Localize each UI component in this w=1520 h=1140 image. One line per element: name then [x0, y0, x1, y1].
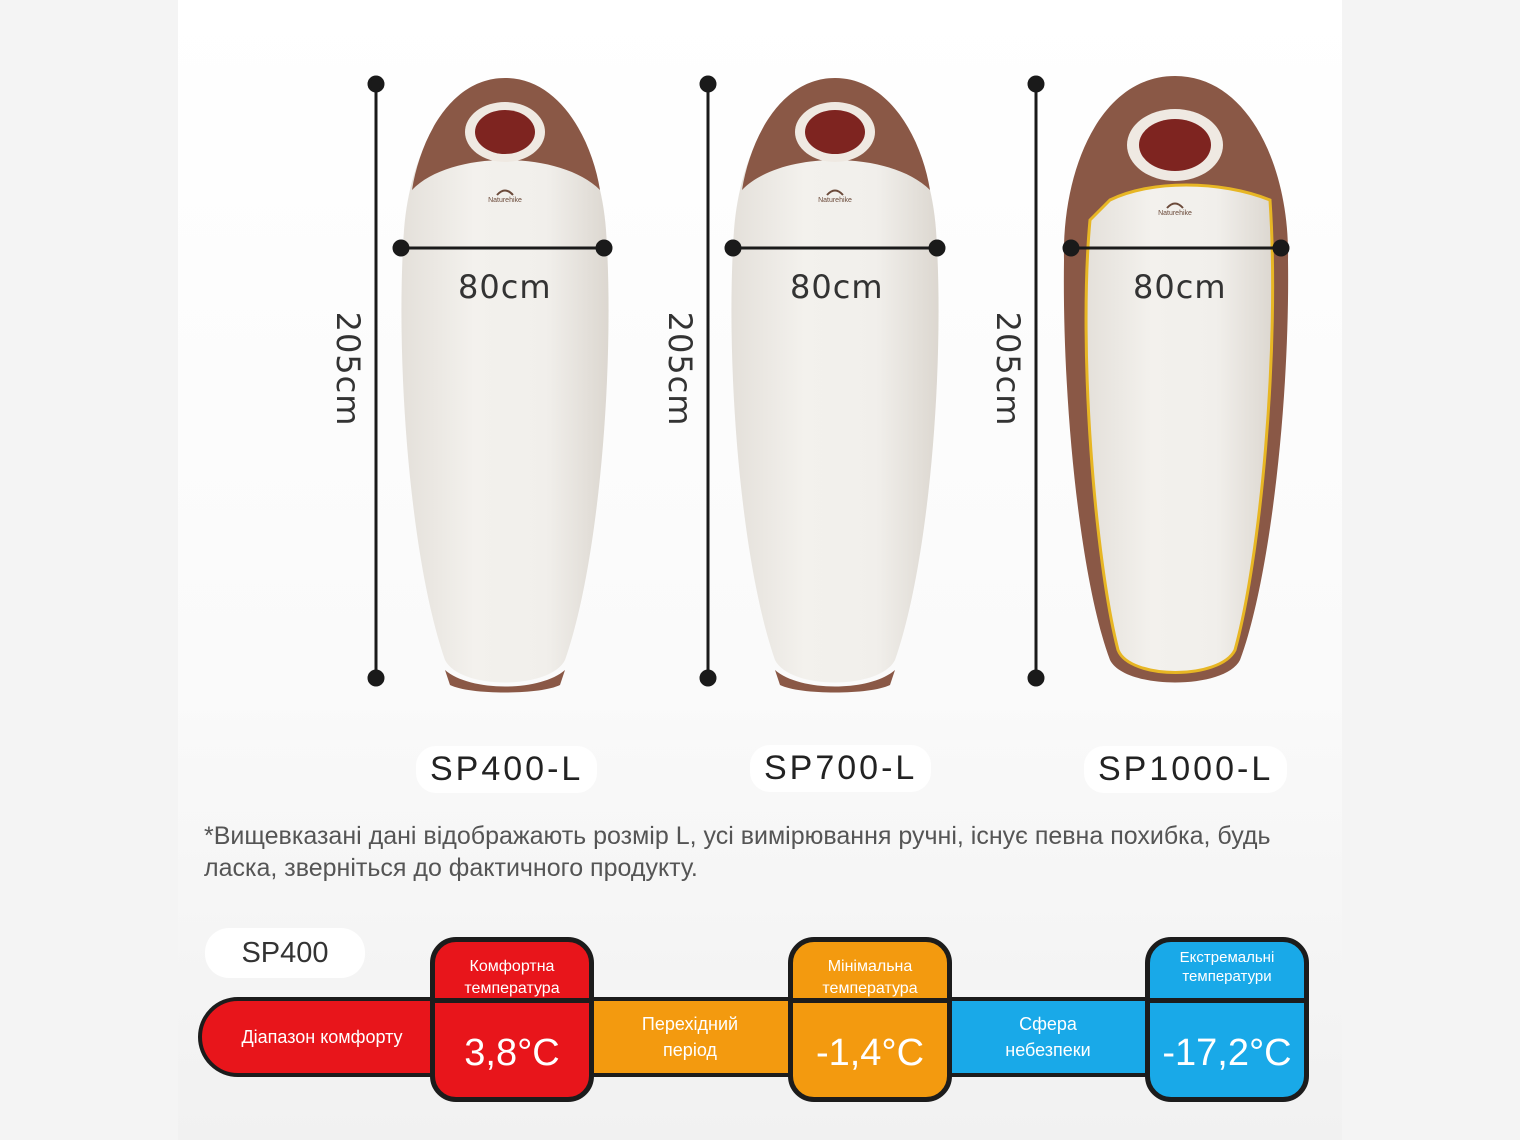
- extreme-temperature-value: -17,2°C: [1162, 1032, 1292, 1074]
- model-name: SP1000-L: [1084, 746, 1288, 793]
- segment-comfort-range: Діапазон комфорту: [198, 997, 446, 1077]
- comfort-temperature-value: 3,8°C: [464, 1032, 560, 1074]
- length-label: 205cm: [661, 311, 699, 427]
- comfort-temperature-box: Комфортна температура 3,8°C: [430, 937, 594, 1102]
- measurement-note: *Вищевказані дані відображають розмір L,…: [204, 822, 1271, 882]
- model-name: SP400-L: [416, 746, 598, 793]
- width-label: 80cm: [458, 268, 552, 306]
- model-name: SP700-L: [750, 745, 932, 792]
- length-label: 205cm: [989, 311, 1027, 427]
- width-label: 80cm: [790, 268, 884, 306]
- sleeping-bag-sp1000: [1063, 76, 1289, 683]
- sleeping-bag-sp400: [401, 78, 609, 693]
- box-label: Екстремальні температури: [1179, 949, 1275, 985]
- dimension-lines: [367, 75, 1290, 687]
- box-label: Комфортна температура: [464, 958, 560, 997]
- minimum-temperature-value: -1,4°C: [815, 1032, 925, 1074]
- brand-logo-text: Naturehike: [488, 197, 522, 204]
- sleeping-bags-illustration: [367, 75, 1290, 693]
- sleeping-bag-sp700: [731, 78, 939, 693]
- segment-transition: Перехідний період: [590, 997, 790, 1077]
- brand-logo-text: Naturehike: [1158, 210, 1192, 217]
- segment-danger: Сфера небезпеки: [948, 997, 1148, 1077]
- brand-logo-text: Naturehike: [818, 197, 852, 204]
- extreme-temperature-box: Екстремальні температури -17,2°C: [1145, 937, 1309, 1102]
- temperature-model: SP400: [205, 928, 365, 978]
- minimum-temperature-box: Мінімальна температура -1,4°C: [788, 937, 952, 1102]
- box-label: Мінімальна температура: [822, 958, 918, 997]
- length-label: 205cm: [329, 311, 367, 427]
- width-label: 80cm: [1133, 268, 1227, 306]
